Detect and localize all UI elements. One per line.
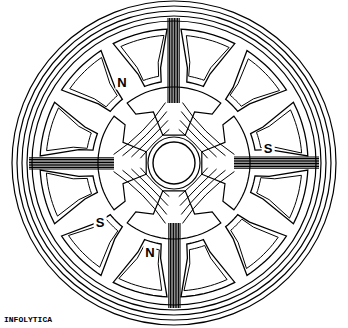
- flux-band: [175, 223, 176, 308]
- drawing: [12, 1, 336, 325]
- slot-liner: [231, 219, 279, 268]
- flux-band: [29, 164, 114, 165]
- slot-liner: [184, 246, 227, 291]
- flux-band: [167, 18, 168, 103]
- slot-liner: [70, 58, 118, 107]
- flux-band: [179, 223, 180, 308]
- pole-label: N: [115, 75, 128, 90]
- flux-band: [170, 223, 171, 308]
- flux-band: [29, 165, 114, 166]
- flux-band: [234, 166, 319, 167]
- stator-slot: [62, 51, 123, 112]
- flux-band: [177, 18, 178, 103]
- stator-slot: [62, 215, 123, 276]
- flux-band: [234, 160, 319, 161]
- slot-liner: [46, 173, 91, 216]
- flux-band: [171, 18, 172, 103]
- flux-band: [173, 223, 174, 308]
- flux-band: [171, 223, 172, 308]
- slot-liner: [230, 59, 279, 107]
- stator-slot: [226, 215, 287, 276]
- flux-band: [29, 167, 114, 168]
- flux-band: [234, 168, 319, 169]
- flux-band: [29, 159, 114, 160]
- stator-slot: [40, 102, 97, 156]
- flux-band: [29, 160, 114, 161]
- rotor-hub: [148, 137, 200, 189]
- flux-band: [168, 223, 169, 308]
- stator-slot: [181, 29, 235, 86]
- flux-band: [174, 18, 175, 103]
- rotor-pole: [98, 116, 146, 210]
- flux-band: [234, 156, 319, 157]
- stator-slot: [113, 240, 167, 297]
- pole-label: N: [143, 245, 156, 260]
- stator-slot: [226, 51, 287, 112]
- flux-band: [234, 158, 319, 159]
- flux-band: [172, 18, 173, 103]
- flux-band: [234, 161, 319, 162]
- flux-ring: [22, 11, 326, 315]
- flux-band: [29, 157, 114, 158]
- stator-slot: [251, 170, 308, 224]
- rotor-pole: [127, 191, 221, 239]
- slot-liner: [47, 108, 92, 151]
- flux-band: [175, 18, 176, 103]
- flux-band: [234, 164, 319, 165]
- flux-band: [29, 162, 114, 163]
- rotor-pole: [127, 87, 221, 135]
- flux-band: [169, 18, 170, 103]
- stator-slot: [40, 170, 97, 224]
- flux-band: [178, 223, 179, 308]
- stator-slot: [181, 240, 235, 297]
- flux-band: [179, 18, 180, 103]
- shaft: [153, 142, 195, 184]
- software-mark: INFOLYTICA: [4, 316, 52, 324]
- stator-slot: [251, 102, 308, 156]
- flux-band: [176, 223, 177, 308]
- flux-band: [29, 168, 114, 169]
- flux-band: [234, 163, 319, 164]
- flux-ring: [27, 16, 321, 310]
- rotor-pole: [202, 116, 250, 210]
- pole-label: S: [262, 141, 275, 156]
- flux-ring: [17, 6, 331, 320]
- slot-liner: [186, 36, 229, 81]
- flux-ring: [12, 1, 336, 325]
- slot-liner: [257, 175, 302, 218]
- pole-label: S: [94, 215, 107, 230]
